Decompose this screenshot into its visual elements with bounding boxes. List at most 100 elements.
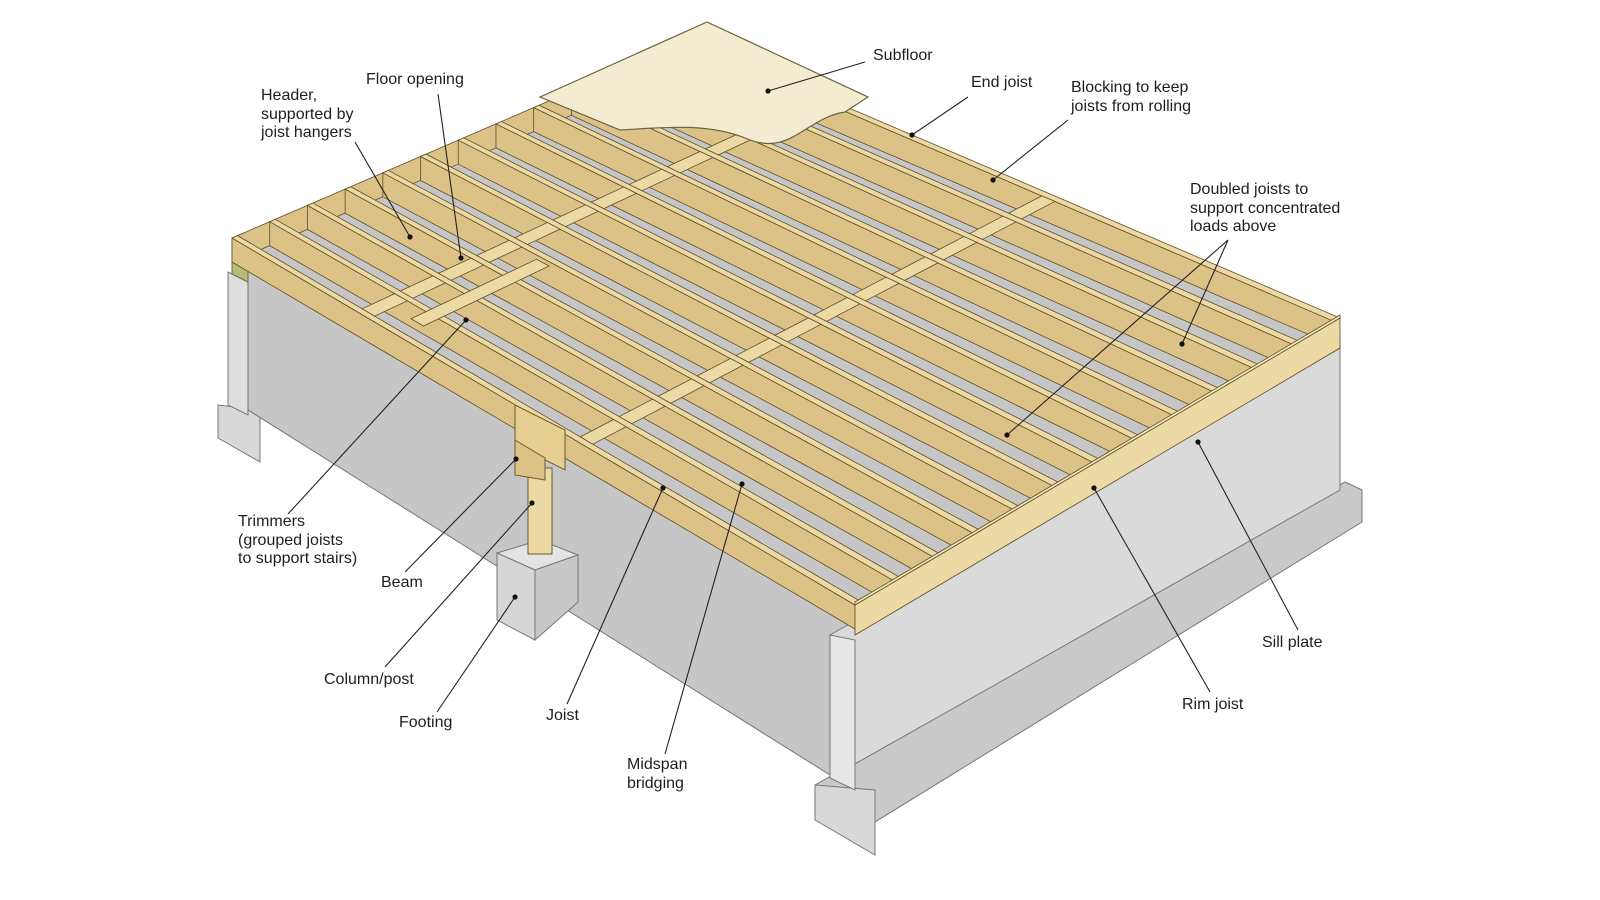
leader-doubled-joists-1: [1006, 239, 1229, 436]
label-footing: Footing: [399, 714, 452, 733]
blocking: [437, 257, 485, 281]
dot-subfloor: [765, 88, 771, 94]
label-line: Footing: [399, 714, 453, 731]
label-beam: Beam: [381, 574, 423, 593]
leader-trimmers: [287, 319, 467, 515]
midspan-bridging: [774, 317, 822, 343]
dot-rim-joist: [1091, 485, 1097, 491]
leader-header: [354, 141, 411, 238]
label-line: Rim joist: [1182, 696, 1244, 713]
midspan-bridging: [735, 337, 783, 363]
label-line: joist hangers: [261, 124, 352, 141]
label-subfloor: Subfloor: [873, 47, 933, 66]
dot-midspan-bridging: [739, 481, 745, 487]
right-wall-end: [829, 634, 856, 791]
blocking: [361, 293, 409, 317]
dot-header: [407, 234, 413, 240]
leader-blocking: [992, 119, 1069, 181]
joists-group: [231, 39, 1341, 636]
label-joist: Joist: [546, 707, 579, 726]
leader-footing: [436, 596, 516, 713]
dot-beam: [513, 456, 519, 462]
midspan-bridging: [890, 256, 939, 281]
label-line: Header,: [261, 87, 318, 104]
leader-doubled-joists-2: [1181, 239, 1229, 345]
label-line: Beam: [381, 574, 423, 591]
leader-midspan-bridging: [664, 483, 743, 755]
label-line: supported by: [261, 105, 354, 123]
label-line: Doubled joists to: [1190, 181, 1309, 198]
column-post: [527, 467, 553, 555]
midspan-bridging: [579, 419, 627, 445]
leader-joist: [566, 487, 664, 705]
dot-blocking: [990, 177, 996, 183]
dot-floor-opening: [458, 255, 464, 261]
blocking: [399, 275, 447, 299]
header: [410, 258, 550, 327]
label-line: loads above: [1190, 218, 1277, 235]
rim-joist-top: [854, 314, 1341, 606]
midspan-bridging: [813, 297, 861, 322]
left-foundation-wall: [227, 271, 249, 416]
post-footing-side: [534, 554, 579, 642]
label-end-joist: End joist: [971, 74, 1032, 93]
blocking: [666, 151, 714, 174]
dot-doubled-joists-1: [1004, 432, 1010, 438]
label-line: Column/post: [324, 671, 414, 688]
blocking: [628, 168, 676, 192]
dot-trimmers: [463, 317, 469, 323]
label-line: joists from rolling: [1071, 97, 1192, 115]
dot-footing: [512, 594, 518, 600]
label-column-post: Column/post: [324, 671, 414, 690]
midspan-bridging: [618, 398, 666, 425]
subfloor-sheet: [538, 21, 870, 145]
beam-front: [514, 439, 546, 481]
midspan-bridging: [968, 215, 1017, 240]
label-sill-plate: Sill plate: [1262, 634, 1322, 653]
label-line: Subfloor: [873, 47, 933, 64]
label-line: Blocking to keep: [1071, 79, 1189, 96]
dot-sill-plate: [1195, 439, 1201, 445]
dot-column-post: [529, 500, 535, 506]
dot-joist: [660, 485, 666, 491]
midspan-bridging: [696, 358, 744, 384]
label-floor-opening: Floor opening: [366, 71, 464, 90]
blocking: [552, 204, 600, 228]
dot-end-joist: [909, 132, 915, 138]
right-footing-end: [814, 784, 876, 856]
leader-lines: [287, 61, 1299, 755]
beam: [514, 404, 566, 471]
label-line: support concentrated: [1190, 199, 1341, 217]
label-line: Joist: [546, 707, 579, 724]
leader-dots: [407, 88, 1201, 600]
leader-end-joist: [911, 96, 969, 136]
label-line: Midspan: [627, 756, 688, 773]
label-line: Trimmers: [238, 513, 305, 530]
label-line: bridging: [627, 774, 684, 792]
leader-beam: [404, 458, 517, 573]
blocking: [513, 222, 561, 245]
leader-rim-joist: [1093, 487, 1211, 693]
midspan-bridging: [1007, 195, 1056, 220]
leader-subfloor: [767, 61, 866, 92]
blocking: [475, 239, 523, 263]
blocking: [590, 186, 638, 210]
label-rim-joist: Rim joist: [1182, 696, 1243, 715]
leader-floor-opening: [437, 93, 462, 259]
dot-doubled-joists-2: [1179, 341, 1185, 347]
midspan-bridging: [929, 236, 978, 261]
label-line: Sill plate: [1262, 634, 1323, 651]
leader-sill-plate: [1197, 441, 1299, 631]
leader-column-post: [384, 502, 533, 668]
label-line: End joist: [971, 74, 1033, 91]
label-line: (grouped joists: [238, 531, 343, 549]
midspan-bridging: [851, 276, 900, 302]
label-line: to support stairs): [238, 550, 358, 567]
